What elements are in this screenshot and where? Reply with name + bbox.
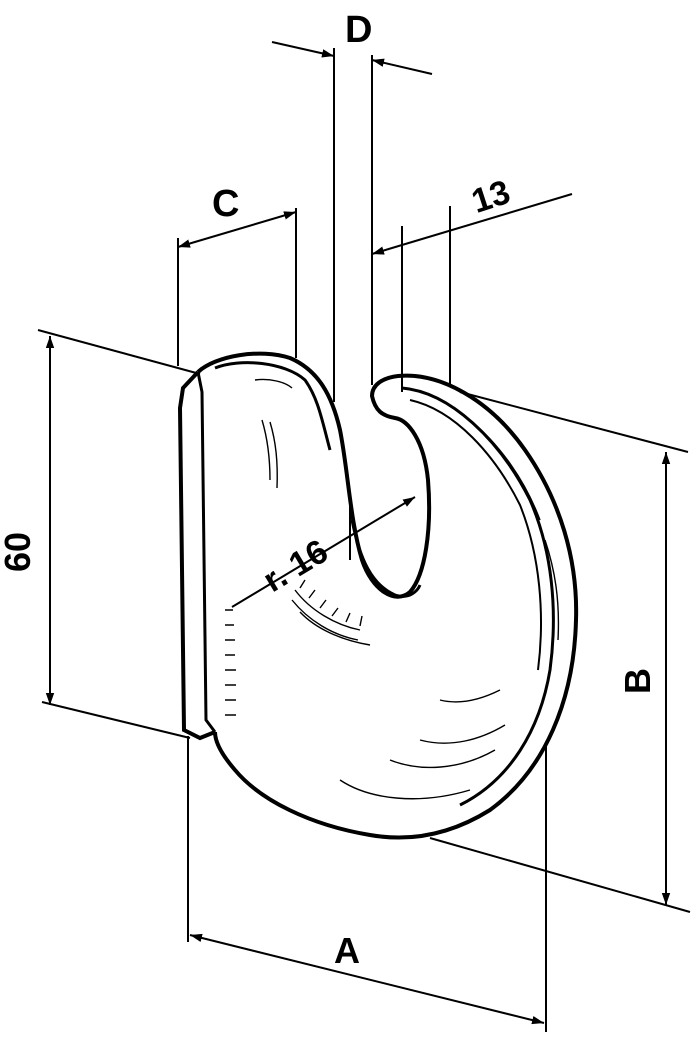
b-extension-top [459, 391, 689, 453]
hook-body [177, 351, 579, 840]
sixty-extension-bottom [41, 701, 191, 739]
hook-left-plate [177, 370, 216, 741]
sixty-label: 60 [0, 532, 38, 572]
hook-front-edge [214, 361, 332, 451]
dimension-13: 13 [371, 173, 573, 392]
hook-outline [196, 351, 579, 840]
d-arrow-right [371, 58, 433, 75]
dimension-b: B [429, 391, 691, 913]
dimension-d: D [271, 9, 433, 402]
radius-label: r. 16 [257, 532, 335, 600]
hook-shading [225, 378, 560, 800]
d-label: D [345, 9, 372, 51]
b-extension-bottom [429, 837, 691, 913]
sixty-extension-top [37, 329, 201, 375]
thirteen-dimension-line [401, 193, 573, 246]
dimension-60: 60 [0, 329, 201, 739]
dimension-a: A [187, 736, 547, 1032]
d-arrow-left [271, 41, 335, 58]
a-dimension-line [189, 933, 545, 1025]
hook-throat-edge [350, 519, 422, 598]
dimension-c: C [177, 183, 297, 366]
c-dimension-line [177, 211, 297, 248]
c-label: C [212, 183, 239, 225]
a-label: A [334, 930, 360, 971]
radius-line [231, 496, 416, 608]
b-label: B [617, 668, 658, 694]
hook-left-plate-inner [196, 371, 217, 733]
hook-rim-line-2 [409, 399, 542, 671]
thirteen-arrow-left [371, 244, 403, 255]
hook-rim-line [401, 386, 555, 807]
